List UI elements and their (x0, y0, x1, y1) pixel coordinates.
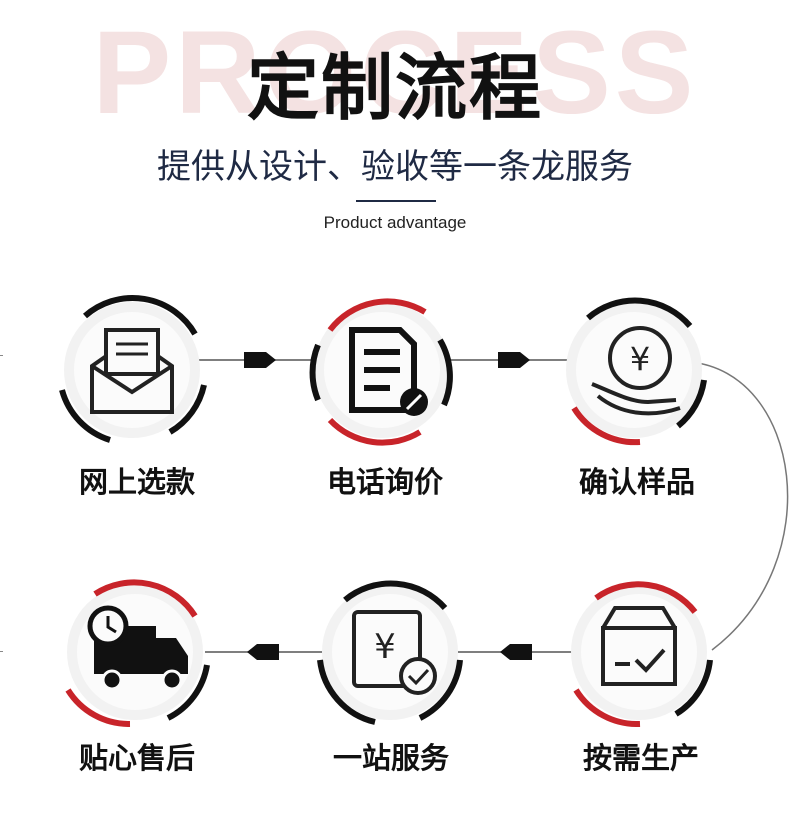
step-5-circle: ¥ (317, 580, 463, 725)
document-edit-icon (349, 327, 428, 416)
svg-text:¥: ¥ (374, 627, 396, 667)
step-label-after-sales: 贴心售后 (78, 741, 195, 775)
box-check-icon (601, 606, 677, 686)
left-edge-mark (0, 651, 3, 652)
connector-3-4 (689, 361, 789, 651)
connector-4-5 (458, 644, 575, 660)
step-label-online-selection: 网上选款 (78, 465, 195, 499)
yen-coin-hand-icon: ¥ (591, 326, 681, 416)
envelope-icon (90, 328, 174, 414)
left-edge-mark (0, 355, 3, 356)
title-divider (356, 200, 436, 202)
page-subtitle: 提供从设计、验收等一条龙服务 (157, 147, 633, 187)
connector-1-2 (190, 352, 320, 368)
step-4-circle (571, 581, 713, 728)
delivery-truck-icon (87, 605, 188, 691)
connector-5-6 (205, 644, 322, 660)
step-label-one-stop-service: 一站服务 (332, 741, 449, 775)
connector-2-3 (440, 352, 568, 368)
step-label-production: 按需生产 (582, 741, 699, 775)
step-3-circle: ¥ (566, 297, 707, 446)
yen-receipt-check-icon: ¥ (352, 610, 437, 695)
tagline: Product advantage (323, 213, 467, 232)
step-1-circle (59, 295, 207, 443)
step-2-circle (309, 298, 453, 446)
step-label-phone-inquiry: 电话询价 (326, 465, 443, 499)
step-label-confirm-sample: 确认样品 (578, 465, 695, 499)
step-6-circle (65, 579, 210, 728)
page-title: 定制流程 (246, 46, 543, 130)
svg-text:¥: ¥ (630, 340, 650, 378)
watermark-text: PROCESS (92, 7, 698, 139)
